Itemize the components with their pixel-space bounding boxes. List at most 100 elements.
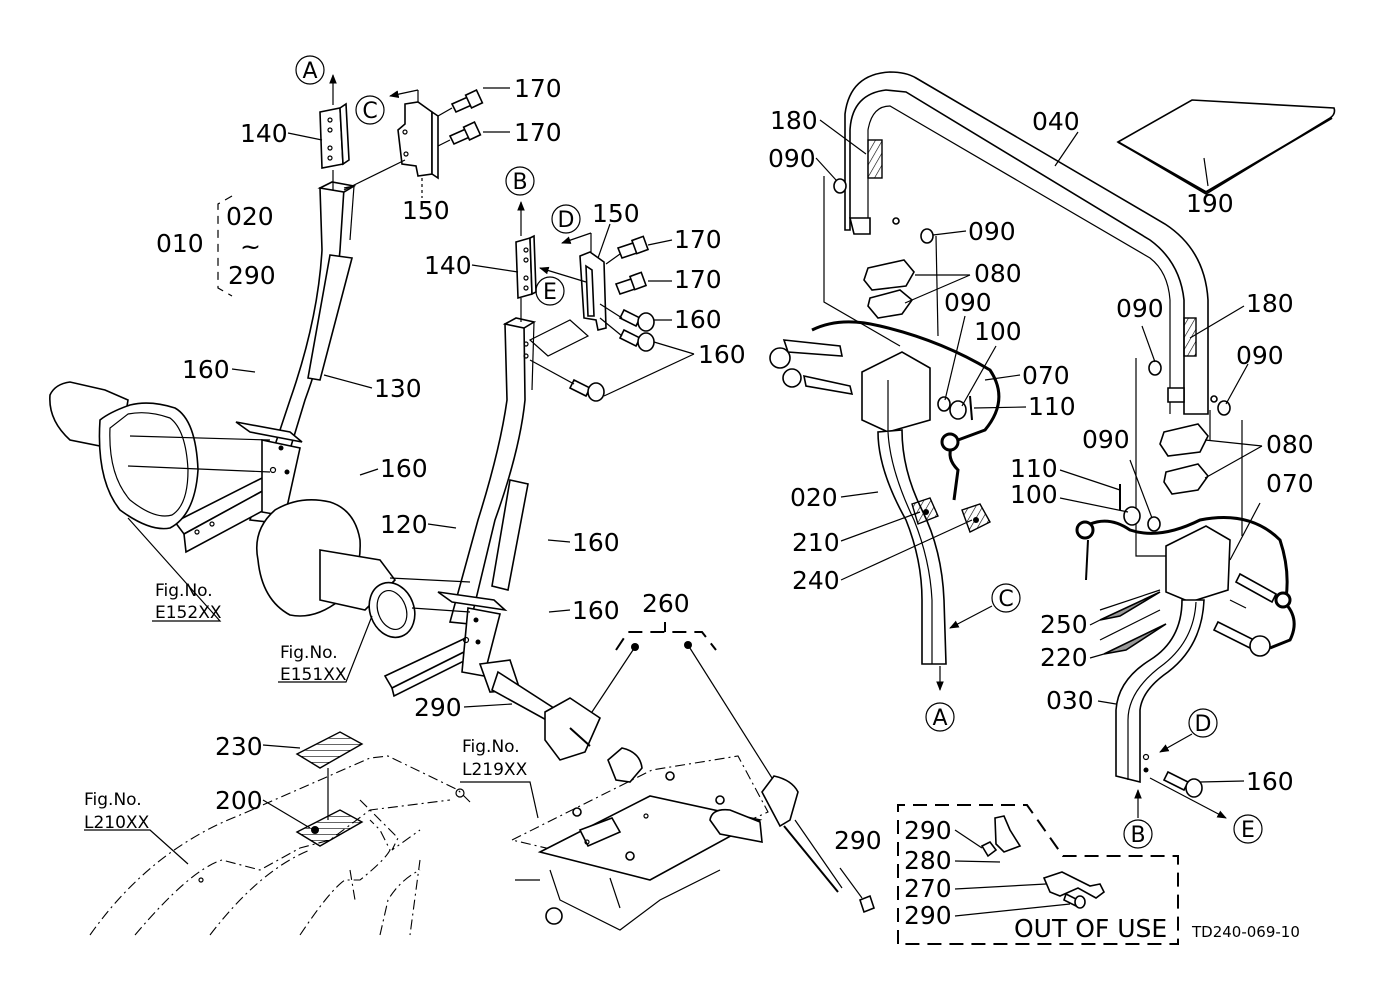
label-140: 140 bbox=[424, 251, 472, 280]
label-180: 180 bbox=[770, 106, 818, 135]
connector-a-bottom: A bbox=[925, 702, 955, 732]
label-160: 160 bbox=[698, 340, 746, 369]
svg-text:C: C bbox=[362, 99, 377, 124]
bracket-150-center bbox=[528, 232, 607, 357]
svg-text:C: C bbox=[998, 587, 1013, 612]
connector-e-bottom: E bbox=[1233, 814, 1263, 844]
figure-ref-e152xx: Fig.No. E152XX bbox=[155, 581, 222, 623]
connector-b-top: B bbox=[505, 166, 535, 196]
svg-text:E152XX: E152XX bbox=[155, 603, 222, 623]
manual-190 bbox=[1116, 99, 1336, 195]
hood-l210 bbox=[89, 755, 471, 936]
label-200: 200 bbox=[215, 786, 263, 815]
svg-text:L219XX: L219XX bbox=[462, 760, 528, 780]
label-160: 160 bbox=[380, 454, 428, 483]
out-of-use-box bbox=[897, 804, 1179, 945]
label-290: 290 bbox=[904, 816, 952, 845]
svg-text:E: E bbox=[1241, 818, 1255, 843]
decal-230 bbox=[295, 731, 364, 769]
leader-lines bbox=[84, 87, 1263, 917]
bolts-center bbox=[529, 235, 655, 402]
seat-l219 bbox=[510, 755, 769, 931]
label-070: 070 bbox=[1022, 361, 1070, 390]
figure-ref-e151xx: Fig.No. E151XX bbox=[280, 643, 347, 685]
label-090: 090 bbox=[1116, 294, 1164, 323]
label-260: 260 bbox=[642, 589, 690, 618]
seat-belt-260 bbox=[478, 622, 875, 914]
frame-130 bbox=[173, 181, 357, 554]
connector-d-bottom: D bbox=[1188, 708, 1218, 738]
label-270: 270 bbox=[904, 874, 952, 903]
label-250: 250 bbox=[1040, 610, 1088, 639]
label-020: 020 bbox=[790, 483, 838, 512]
svg-text:Fig.No.: Fig.No. bbox=[462, 737, 520, 757]
housing-e151 bbox=[256, 499, 471, 639]
connector-b-bottom: B bbox=[1123, 819, 1153, 849]
label-240: 240 bbox=[792, 566, 840, 595]
connector-e-top: E bbox=[535, 276, 565, 306]
label-090: 090 bbox=[1082, 425, 1130, 454]
label-170: 170 bbox=[674, 265, 722, 294]
bracket-140-left bbox=[319, 74, 350, 190]
svg-text:Fig.No.: Fig.No. bbox=[84, 790, 142, 810]
decal-200 bbox=[295, 768, 364, 847]
label-110: 110 bbox=[1010, 454, 1058, 483]
frame-120 bbox=[383, 317, 537, 698]
label-120: 120 bbox=[380, 510, 428, 539]
label-220: 220 bbox=[1040, 643, 1088, 672]
label-130: 130 bbox=[374, 374, 422, 403]
svg-text:E: E bbox=[543, 280, 557, 305]
svg-text:D: D bbox=[558, 208, 575, 233]
connector-c-bottom: C bbox=[991, 583, 1021, 613]
label-range-from: 020 bbox=[226, 202, 274, 231]
decal-250 bbox=[1099, 591, 1161, 621]
label-230: 230 bbox=[215, 732, 263, 761]
decal-240 bbox=[961, 503, 991, 533]
label-080: 080 bbox=[974, 259, 1022, 288]
decal-210 bbox=[911, 497, 939, 525]
label-090: 090 bbox=[968, 217, 1016, 246]
label-110: 110 bbox=[1028, 392, 1076, 421]
label-150: 150 bbox=[402, 196, 450, 225]
label-160: 160 bbox=[182, 355, 230, 384]
label-090: 090 bbox=[1236, 341, 1284, 370]
label-190: 190 bbox=[1186, 189, 1234, 218]
label-100: 100 bbox=[1010, 480, 1058, 509]
svg-text:Fig.No.: Fig.No. bbox=[280, 643, 338, 663]
housing-e152 bbox=[49, 381, 271, 530]
label-140: 140 bbox=[240, 119, 288, 148]
decal-220 bbox=[1103, 623, 1167, 655]
part-labels: 140 170 170 150 010 020 ~ 290 140 150 17… bbox=[156, 74, 1314, 930]
label-210: 210 bbox=[792, 528, 840, 557]
label-160: 160 bbox=[572, 596, 620, 625]
svg-text:Fig.No.: Fig.No. bbox=[155, 581, 213, 601]
label-070: 070 bbox=[1266, 469, 1314, 498]
label-090: 090 bbox=[944, 288, 992, 317]
figure-ref-l219xx: Fig.No. L219XX bbox=[462, 737, 528, 780]
label-range-to: 290 bbox=[228, 261, 276, 290]
label-160: 160 bbox=[572, 528, 620, 557]
label-170: 170 bbox=[674, 225, 722, 254]
label-010: 010 bbox=[156, 229, 204, 258]
label-290: 290 bbox=[904, 901, 952, 930]
figure-ref-l210xx: Fig.No. L210XX bbox=[84, 790, 150, 833]
connector-d-top: D bbox=[551, 204, 581, 234]
label-180: 180 bbox=[1246, 289, 1294, 318]
label-170: 170 bbox=[514, 74, 562, 103]
connector-c-top: C bbox=[355, 95, 385, 125]
label-280: 280 bbox=[904, 846, 952, 875]
svg-text:B: B bbox=[1130, 823, 1145, 848]
bracket-150-left bbox=[343, 89, 439, 198]
label-160: 160 bbox=[1246, 767, 1294, 796]
bracket-140-center bbox=[515, 201, 537, 322]
svg-text:A: A bbox=[302, 59, 317, 84]
connector-a-top: A bbox=[295, 55, 325, 85]
rops-upper-040 bbox=[844, 71, 1218, 415]
bolt-170-pair-left bbox=[437, 89, 484, 147]
label-100: 100 bbox=[974, 317, 1022, 346]
label-290: 290 bbox=[834, 826, 882, 855]
label-170: 170 bbox=[514, 118, 562, 147]
label-080: 080 bbox=[1266, 430, 1314, 459]
label-090: 090 bbox=[768, 144, 816, 173]
